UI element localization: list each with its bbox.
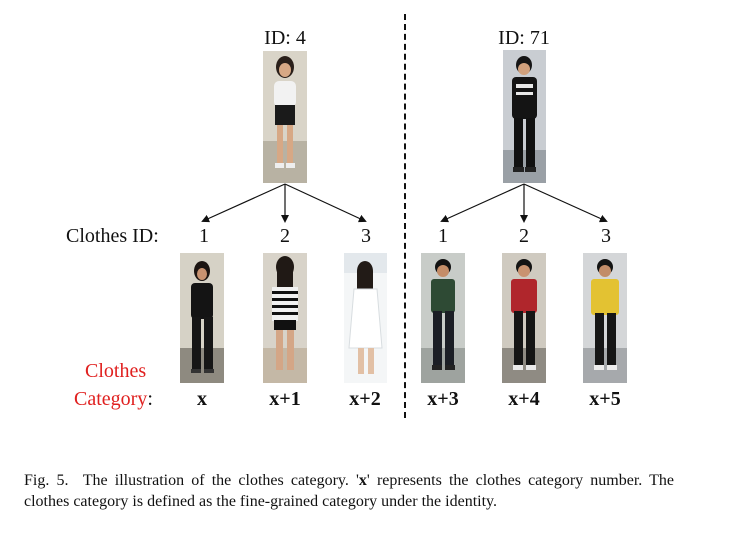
clothes-id-value: 3	[601, 225, 611, 247]
category-value: x+1	[269, 388, 301, 410]
clothes-category-label-colon: :	[147, 388, 153, 410]
clothes-id-label: Clothes ID:	[66, 225, 159, 247]
clothes-photo-id4-3	[344, 253, 387, 383]
category-value: x	[197, 388, 207, 410]
identity-71-photo	[503, 50, 546, 183]
category-value: x+5	[589, 388, 621, 410]
figure-caption: Fig. 5. The illustration of the clothes …	[24, 470, 674, 512]
category-value: x+2	[349, 388, 381, 410]
caption-x: x	[358, 472, 367, 489]
identity-label-71: ID: 71	[498, 27, 550, 49]
clothes-id-value: 2	[519, 225, 529, 247]
clothes-category-label-line2: Category:	[74, 389, 153, 409]
clothes-id-value: 1	[199, 225, 209, 247]
arrow-id71-to-1	[440, 183, 525, 223]
clothes-id-value: 3	[361, 225, 371, 247]
caption-text-before: The illustration of the clothes category…	[82, 472, 359, 489]
clothes-photo-id4-2	[263, 253, 307, 383]
caption-text-after: ' represents the clothes category number…	[24, 472, 675, 510]
identity-label-4: ID: 4	[264, 27, 306, 49]
clothes-photo-id71-1	[421, 253, 465, 383]
clothes-id-value: 1	[438, 225, 448, 247]
clothes-id-value: 2	[280, 225, 290, 247]
clothes-photo-id71-2	[502, 253, 546, 383]
arrow-id4-to-3	[284, 183, 367, 223]
identity-4-photo	[263, 51, 307, 183]
caption-prefix: Fig. 5.	[24, 472, 69, 489]
arrow-id71-to-3	[523, 183, 608, 223]
clothes-category-label-word: Category	[74, 388, 148, 410]
clothes-photo-id71-3	[583, 253, 627, 383]
category-value: x+3	[427, 388, 459, 410]
clothes-category-label-line1: Clothes	[85, 360, 147, 382]
dashed-divider	[404, 14, 406, 418]
arrow-id4-to-1	[201, 183, 286, 223]
category-value: x+4	[508, 388, 540, 410]
clothes-photo-id4-1	[180, 253, 224, 383]
